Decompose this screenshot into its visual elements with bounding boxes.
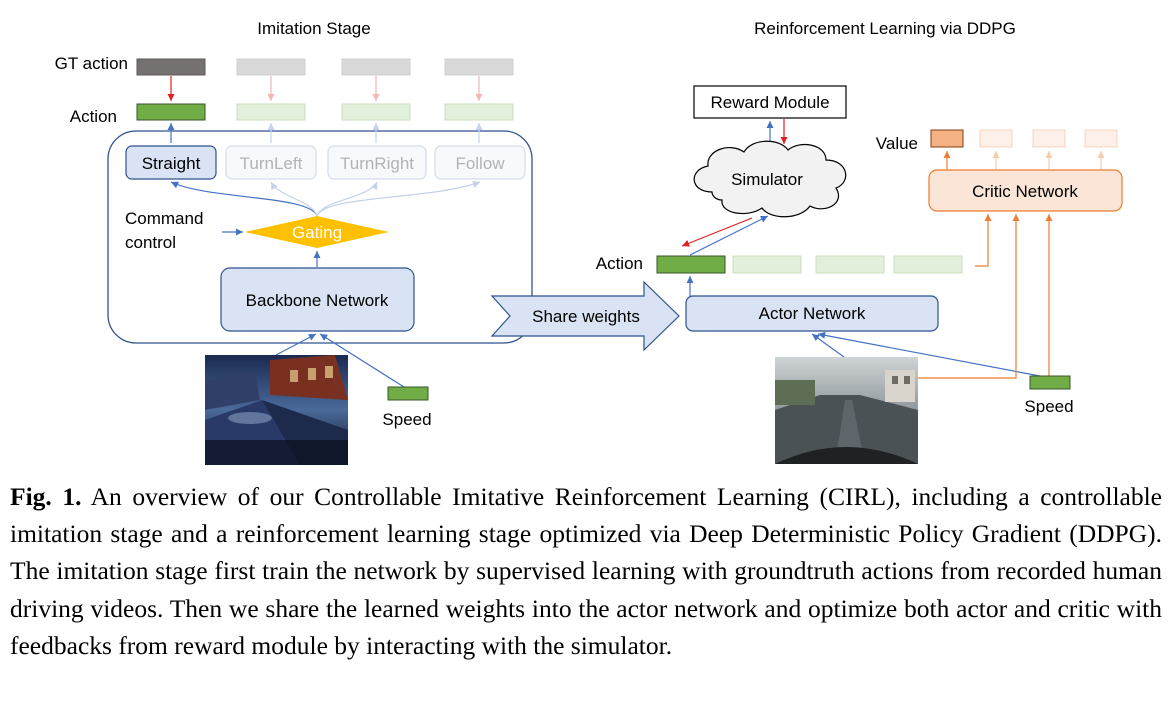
value-bar-faded <box>1084 129 1118 148</box>
actor-network-box <box>685 295 939 332</box>
imitation-stage-title: Imitation Stage <box>257 19 370 38</box>
branch-follow-box <box>434 145 526 180</box>
rl-action-bar <box>656 255 726 274</box>
gating-diamond <box>245 216 389 248</box>
gating-to-follow-arrow <box>316 181 481 217</box>
simulator-label: Simulator <box>731 170 803 189</box>
rl-action-bar-faded <box>815 255 885 274</box>
driving-image-imitation <box>205 355 348 465</box>
branch-turnright-box <box>327 145 427 180</box>
critic-network-label: Critic Network <box>972 182 1078 201</box>
speed-input-bar-rl <box>1029 375 1071 390</box>
caption-text: An overview of our Controllable Imitativ… <box>10 482 1163 660</box>
speed-to-actor-arrow <box>817 331 1041 377</box>
image-to-critic-arrow <box>918 214 1020 379</box>
command-control-label-line1: Command <box>125 209 203 228</box>
value-bar-faded <box>1032 129 1066 148</box>
gt-action-bar <box>136 58 206 76</box>
speed-to-backbone-arrow <box>319 333 405 388</box>
reward-module-label: Reward Module <box>710 93 829 112</box>
value-bar <box>930 129 964 148</box>
action-to-critic-arrow <box>975 214 992 267</box>
branch-turnleft-box <box>225 145 317 180</box>
branch-follow-label: Follow <box>455 154 505 173</box>
gt-action-label: GT action <box>55 54 128 73</box>
image-to-actor-arrow <box>811 333 845 358</box>
gt-action-bar-faded <box>341 58 411 76</box>
speed-input-bar-imitation <box>387 386 429 401</box>
backbone-network-label: Backbone Network <box>246 291 389 310</box>
simulator-cloud <box>693 140 847 218</box>
rl-stage-title: Reinforcement Learning via DDPG <box>754 19 1016 38</box>
driving-image-rl <box>775 357 918 464</box>
branch-straight-label: Straight <box>142 154 201 173</box>
action-bar-faded <box>236 103 306 121</box>
caption-label: Fig. 1. <box>10 482 82 511</box>
speed-label-imitation: Speed <box>382 410 431 429</box>
gating-to-turnleft-arrow <box>270 181 318 217</box>
figure-caption: Fig. 1. An overview of our Controllable … <box>10 478 1162 664</box>
imitation-container <box>107 130 533 344</box>
share-weights-arrow <box>490 280 680 352</box>
rl-action-bar-faded <box>893 255 963 274</box>
value-bar-faded <box>979 129 1013 148</box>
action-label-imitation: Action <box>70 107 117 126</box>
reward-module-box <box>693 85 847 119</box>
action-to-simulator-arrow <box>689 215 769 256</box>
speed-label-rl: Speed <box>1024 397 1073 416</box>
gt-action-bar-faded <box>444 58 514 76</box>
share-weights-label: Share weights <box>532 307 640 326</box>
action-bar-faded <box>444 103 514 121</box>
gating-to-straight-arrow <box>170 181 318 217</box>
command-control-label-line2: control <box>125 233 176 252</box>
critic-network-box <box>928 169 1123 212</box>
action-bar <box>136 103 206 121</box>
branch-turnright-label: TurnRight <box>340 154 414 173</box>
rl-action-bar-faded <box>732 255 802 274</box>
branch-straight-box <box>125 145 217 180</box>
actor-network-label: Actor Network <box>759 304 866 323</box>
action-label-rl: Action <box>596 254 643 273</box>
gating-label: Gating <box>292 223 342 242</box>
gt-action-bar-faded <box>236 58 306 76</box>
gating-to-turnright-arrow <box>316 181 378 217</box>
value-label: Value <box>876 134 918 153</box>
image-to-backbone-arrow <box>275 333 317 356</box>
action-bar-faded <box>341 103 411 121</box>
cirl-diagram: Imitation Stage GT action Action Straigh… <box>55 19 1123 465</box>
simulator-to-action-arrow <box>681 217 753 247</box>
backbone-network-box <box>220 267 415 332</box>
branch-turnleft-label: TurnLeft <box>240 154 303 173</box>
